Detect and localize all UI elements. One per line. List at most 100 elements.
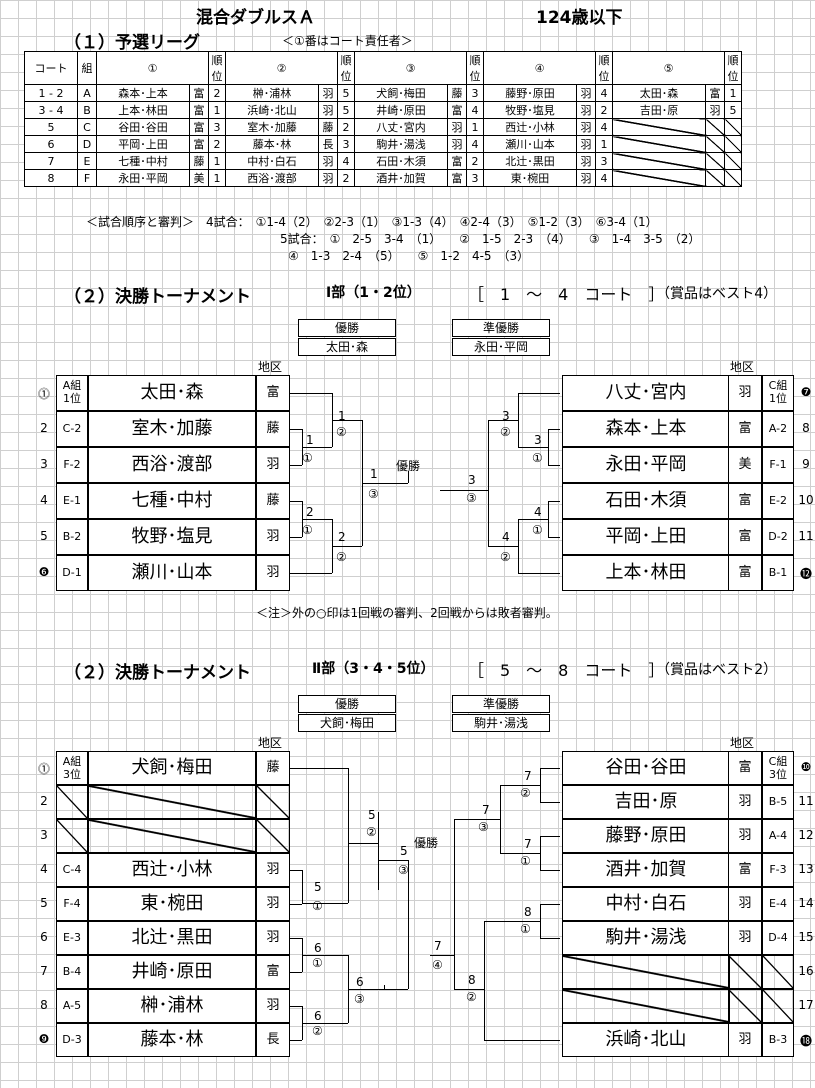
court-cell: 1 - 2 [24,84,78,102]
seed-text: A組 3位 [62,755,82,781]
seed-text: C組 1位 [768,379,788,405]
bracket-line [454,819,500,820]
seed-number: 16 [798,964,814,978]
team-name: 谷田･谷田 [562,751,730,785]
match-number: 5 [400,843,408,858]
champion-label: 優勝 [298,695,396,713]
seed-text: B-1 [768,566,788,579]
match-order-line: ④ 1-3 2-4 （5） ⑤ 1-2 4-5 （3） [288,249,530,263]
seed-label: D-2 [762,519,794,555]
team-name: 井崎･原田 [88,955,256,989]
league-name: 犬飼･梅田 [354,84,448,102]
bracket-line [540,904,560,905]
team-name: 中村･白石 [562,887,730,921]
seed-text: B-5 [768,795,788,808]
court-cell: 8 [24,169,78,187]
match-number: 3 [534,433,542,447]
match-number: 1 [370,467,378,481]
team-name: 七種･中村 [88,483,256,519]
match-number: 3 [468,473,476,487]
bracket-line [290,972,302,973]
seed-number: ⓲ [799,1034,812,1048]
seed-number: 8 [802,421,810,435]
league-pref: 羽 [576,135,596,153]
area-header: 地区 [258,360,283,374]
bracket-line [518,573,560,574]
bracket-line [348,842,378,844]
bracket-line [332,420,362,421]
seed-label: F-2 [56,447,88,483]
area-label [256,819,290,853]
seed-label: C-4 [56,853,88,887]
team-name: 駒井･湯浅 [562,921,730,955]
bracket-line [548,501,549,537]
referee-mark: ② [336,550,347,564]
league-name: 中村･白石 [225,152,319,170]
seed-text: C-2 [62,422,82,435]
league-pref: 羽 [447,118,467,136]
group-cell: E [77,152,97,170]
seed-text: D-2 [768,530,788,543]
league-name: 平岡･上田 [96,135,190,153]
match-number: 1 [338,408,346,423]
bracket-line [430,955,454,956]
area-label: 富 [728,483,762,519]
league-name: 石田･木須 [354,152,448,170]
area-label: 羽 [728,785,762,819]
col-group: 組 [77,51,97,85]
col-rank: 順位 [466,51,484,85]
league-pref: 美 [189,169,209,187]
league-name: 太田･森 [612,84,706,102]
bracket-line [518,519,548,520]
area-label: 羽 [256,989,290,1023]
league-name: 七種･中村 [96,152,190,170]
league-name: 瀬川･山本 [483,135,577,153]
league-pref: 富 [447,101,467,119]
area-label: 富 [728,555,762,591]
group-cell: C [77,118,97,136]
bracket-line [454,819,455,989]
league-empty-cell [724,169,742,187]
seed-label: B-4 [56,955,88,989]
seed-label: F-3 [762,853,794,887]
seed-number: 3 [40,457,48,471]
area-label: 富 [728,853,762,887]
league-rank: 4 [595,169,613,187]
match-number: 5 [314,880,322,895]
referee-mark: ① [302,451,313,465]
group-cell: D [77,135,97,153]
seed-text: A-5 [62,999,82,1012]
bracket-line [408,859,409,989]
team-name: 森本･上本 [562,411,730,447]
team-name [88,785,256,819]
final-label: 優勝 [396,459,421,473]
league-pref: 羽 [318,84,338,102]
match-number: 6 [356,975,364,989]
match-number: 4 [534,505,542,519]
referee-mark: ① [532,451,543,465]
referee-mark: ③ [466,491,477,505]
referee-mark: ① [520,854,531,868]
bracket-line [408,471,409,483]
league-name: 東･椀田 [483,169,577,187]
league-name: 西浴･渡部 [225,169,319,187]
seed-text: B-4 [62,965,82,978]
team-name: 吉田･原 [562,785,730,819]
league-name: 牧野･塩見 [483,101,577,119]
bracket-line [290,870,302,871]
seed-number: ❼ [800,385,812,399]
t2-prize: （賞品はベスト2） [656,662,778,678]
team-name: 上本･林田 [562,555,730,591]
match-number: 7 [524,769,532,783]
match-number: 7 [434,939,442,953]
referee-mark: ② [466,990,477,1004]
seed-label: D-1 [56,555,88,591]
league-pref: 藤 [189,152,209,170]
seed-label: B-3 [762,1023,794,1057]
seed-label: C-2 [56,411,88,447]
league-name: 藤野･原田 [483,84,577,102]
league-pref: 長 [318,135,338,153]
final-label: 優勝 [414,836,439,850]
